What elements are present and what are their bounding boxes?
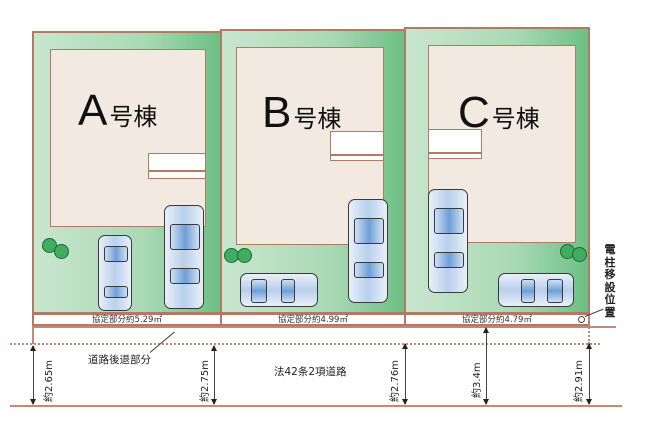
lot-b-setback-area: 協定部分約4.99㎡ [220, 313, 406, 326]
pole-dotted-line [588, 316, 590, 344]
lot-frontage-line [32, 326, 616, 328]
car-icon [164, 205, 204, 309]
road-width-dimension-5 [586, 343, 592, 405]
road-width-label-2: 約2.75m [200, 359, 211, 402]
house-c-suffix: 号棟 [491, 105, 540, 133]
car-icon [348, 199, 388, 303]
setback-area-label: 道路後退部分 [88, 354, 151, 366]
house-a-letter: A [78, 86, 108, 135]
car-icon [98, 235, 132, 311]
road-width-dimension-1 [30, 345, 36, 405]
lot-corner-left-line [32, 326, 34, 344]
road-type-label: 法42条2項道路 [274, 366, 347, 378]
lot-b: B 号棟 [220, 29, 406, 314]
house-a-entry-notch [148, 153, 206, 179]
house-a-label: A 号棟 [78, 86, 158, 135]
lot-c-setback-area: 協定部分約4.79㎡ [404, 313, 590, 326]
road-width-label-4: 約3.4m [472, 362, 483, 398]
utility-pole-relocation-label: 電 柱 移 設 位 置 [604, 243, 616, 319]
road-width-label-1: 約2.65m [44, 359, 55, 402]
house-c-letter: C [458, 88, 490, 137]
lot-a-setback-area: 協定部分約5.29㎡ [32, 313, 222, 326]
road-width-dimension-2 [211, 345, 217, 405]
tree-icon [572, 247, 587, 262]
house-b-entry-notch [330, 131, 384, 161]
house-c-label: C 号棟 [458, 88, 540, 137]
road-width-label-5: 約2.91m [574, 359, 585, 402]
road-width-dimension-4 [483, 327, 489, 405]
car-icon [240, 273, 318, 307]
lot-a: A 号棟 [32, 31, 222, 314]
house-b-suffix: 号棟 [293, 105, 342, 133]
road-width-label-3: 約2.76m [390, 359, 401, 402]
car-icon [498, 273, 574, 307]
setback-line [10, 343, 600, 345]
tree-icon [54, 244, 69, 259]
house-b-label: B 号棟 [262, 88, 342, 137]
road-far-edge-line [10, 405, 622, 407]
car-icon [428, 189, 468, 293]
lot-c: C 号棟 [404, 27, 590, 314]
house-b-letter: B [262, 88, 292, 137]
house-a-suffix: 号棟 [109, 103, 158, 131]
tree-icon [237, 248, 252, 263]
house-a-footprint [50, 49, 206, 227]
house-c-entry-notch [428, 129, 482, 159]
utility-pole-icon [578, 316, 585, 323]
road-width-dimension-3 [402, 343, 408, 405]
